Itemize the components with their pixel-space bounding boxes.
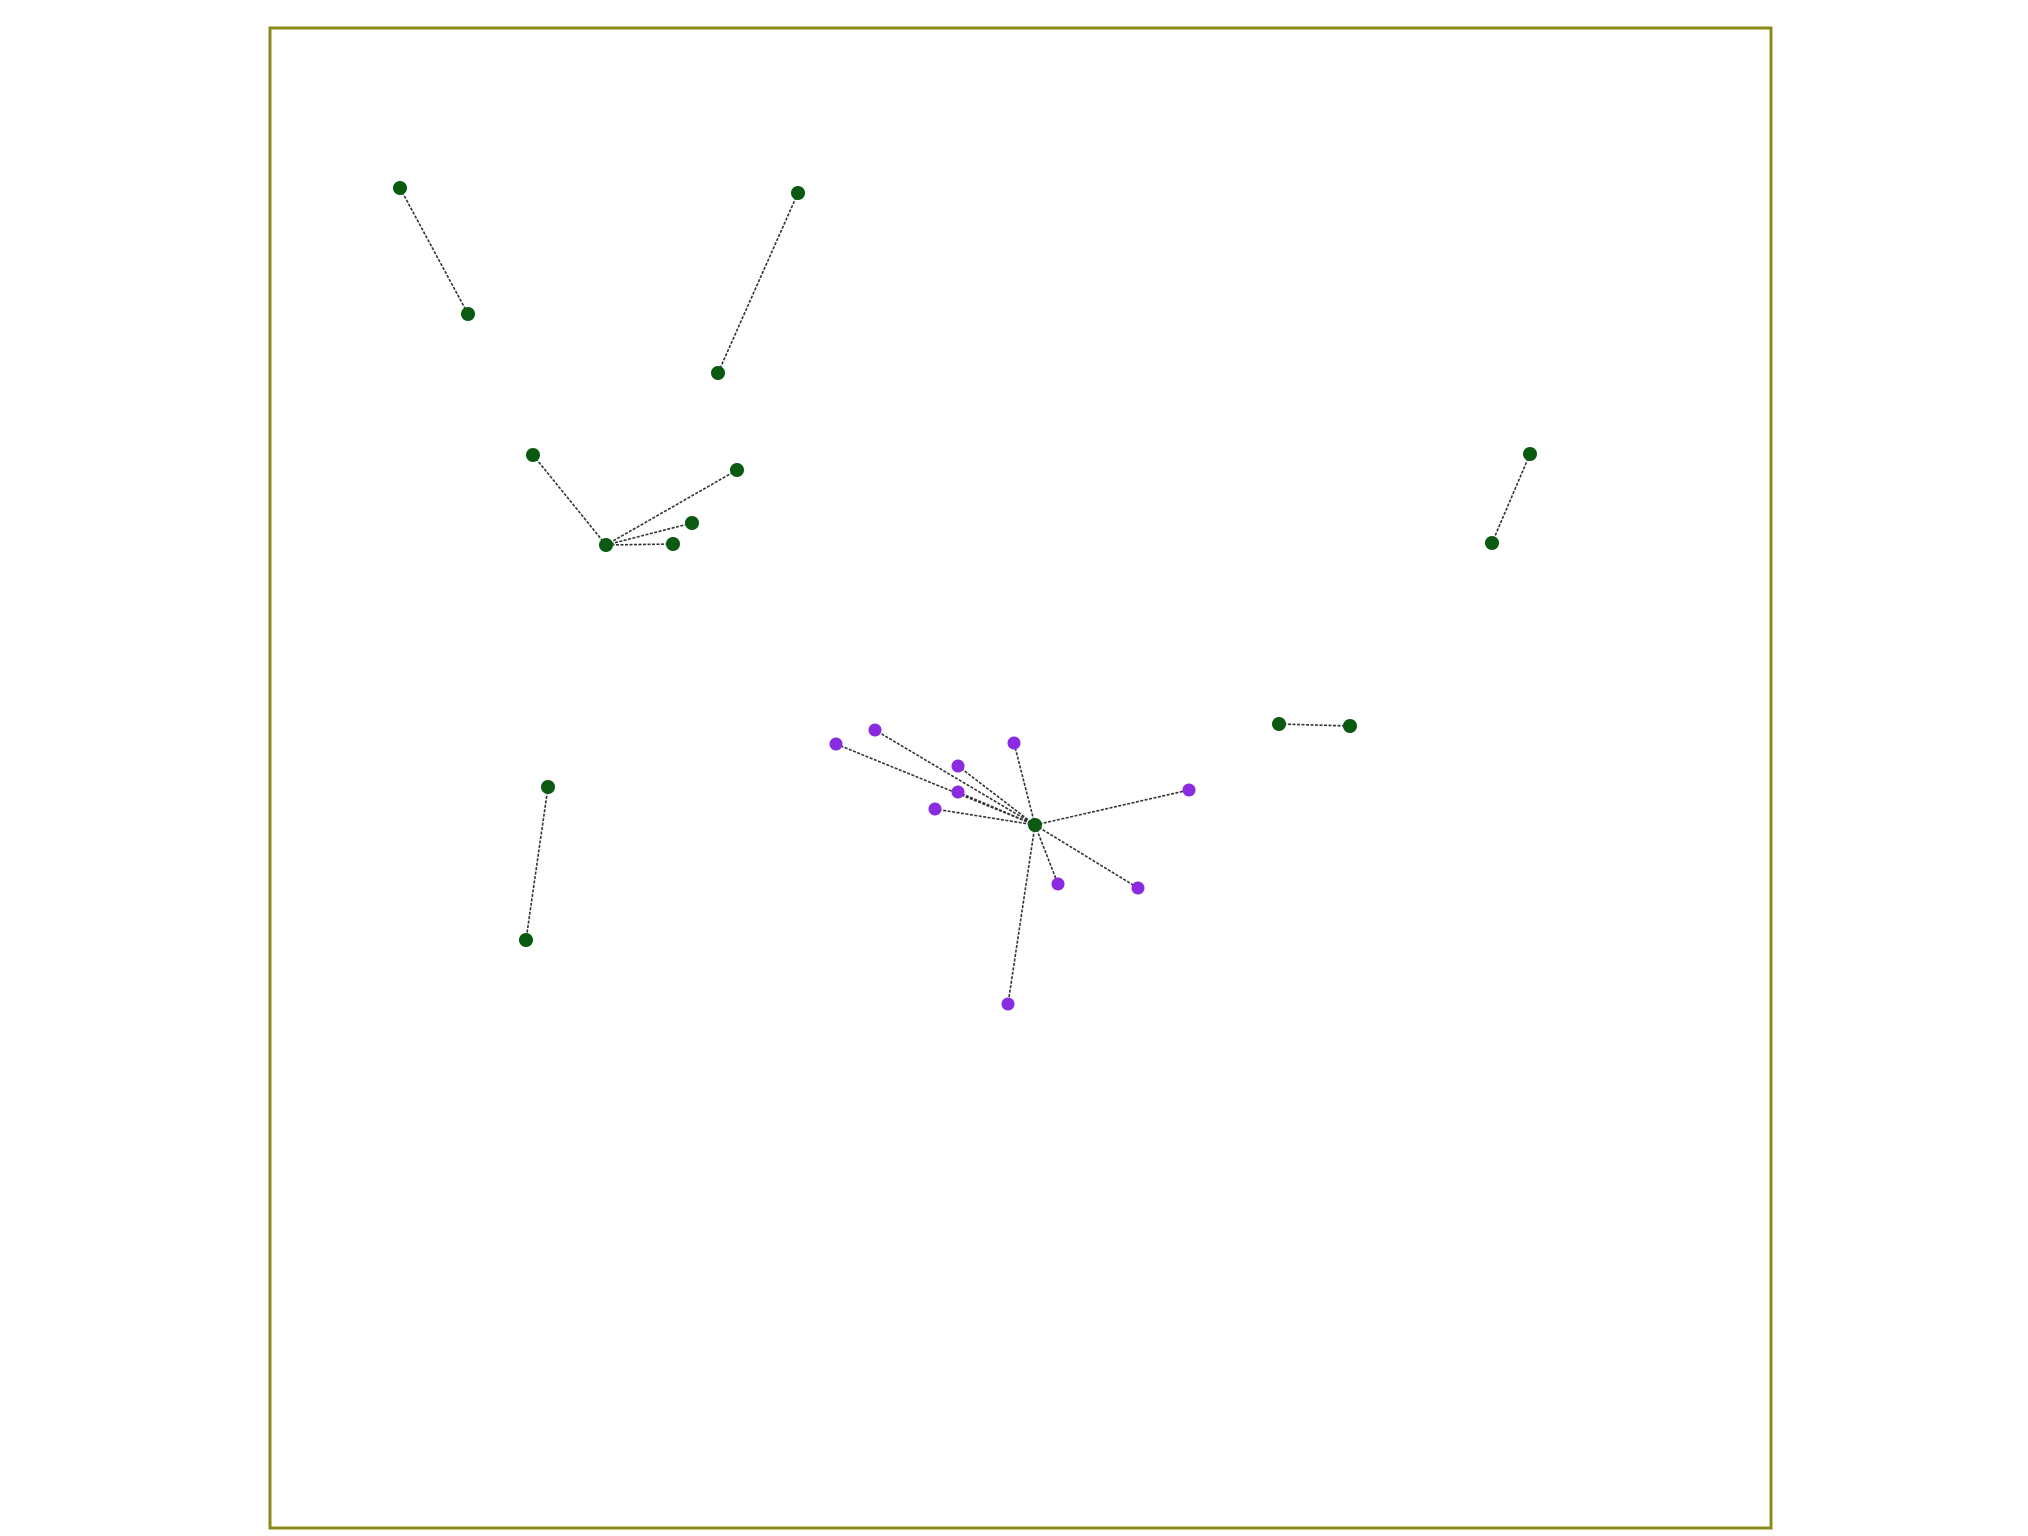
node-g15 [519, 933, 533, 947]
node-p10 [1001, 997, 1015, 1011]
node-g8 [685, 516, 699, 530]
node-g6 [599, 538, 613, 552]
node-g5 [526, 448, 540, 462]
node-p5 [928, 802, 942, 816]
edge-g7-g6 [605, 469, 738, 546]
plot-frame [268, 26, 1773, 1530]
edge-g8-g6 [605, 522, 693, 546]
node-g10 [1523, 447, 1537, 461]
edge-hub-p7 [1034, 789, 1190, 826]
node-g12 [1272, 717, 1286, 731]
edge-hub-p5 [934, 808, 1036, 826]
node-p6 [1007, 736, 1021, 750]
edge-g5-g6 [532, 454, 607, 546]
edges-layer [399, 187, 1531, 1005]
node-g11 [1485, 536, 1499, 550]
edge-g3-g4 [717, 192, 799, 374]
node-p8 [1051, 877, 1065, 891]
edge-g10-g11 [1491, 453, 1531, 544]
node-g3 [791, 186, 805, 200]
node-p2 [868, 723, 882, 737]
node-g9 [666, 537, 680, 551]
edge-hub-p4 [957, 791, 1036, 826]
node-p3 [951, 759, 965, 773]
edge-hub-p6 [1013, 742, 1036, 826]
node-g4 [711, 366, 725, 380]
node-p7 [1182, 783, 1196, 797]
edge-g14-g15 [525, 786, 549, 941]
node-p1 [829, 737, 843, 751]
node-g2 [461, 307, 475, 321]
node-p4 [951, 785, 965, 799]
edge-hub-p3 [957, 765, 1036, 826]
edge-hub-p10 [1007, 824, 1036, 1005]
node-p9 [1131, 881, 1145, 895]
node-g13 [1343, 719, 1357, 733]
node-g7 [730, 463, 744, 477]
edge-hub-p9 [1034, 824, 1139, 889]
edge-hub-p8 [1034, 824, 1059, 885]
edge-g1-g2 [399, 187, 469, 315]
edge-hub-p2 [874, 729, 1036, 826]
edge-g9-g6 [605, 543, 674, 546]
node-hub [1028, 818, 1042, 832]
edge-g12-g13 [1278, 723, 1351, 727]
node-g14 [541, 780, 555, 794]
nodes-layer [393, 181, 1537, 1011]
node-g1 [393, 181, 407, 195]
